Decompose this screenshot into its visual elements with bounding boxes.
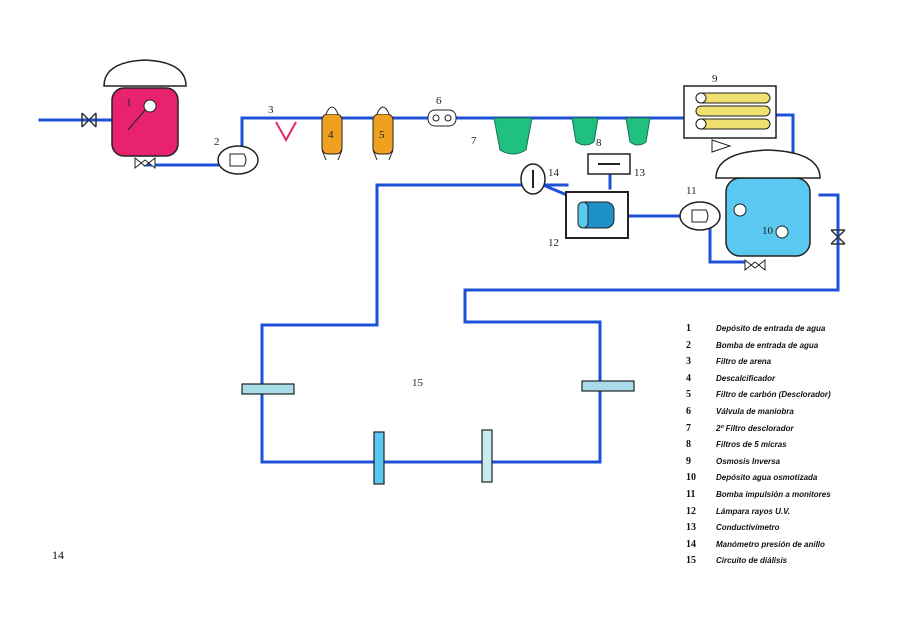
legend-item: 4 Descalcificador bbox=[686, 372, 896, 385]
uv-lamp-icon bbox=[565, 191, 629, 239]
legend-number: 4 bbox=[686, 372, 691, 384]
maneuver-valve-icon bbox=[427, 109, 457, 127]
legend-text: Filtro de arena bbox=[716, 357, 772, 367]
label-6: 6 bbox=[436, 95, 442, 107]
inlet-tank-icon bbox=[103, 59, 187, 170]
pressure-gauge-icon bbox=[520, 163, 546, 195]
inlet-valve-icon bbox=[81, 112, 97, 128]
legend-number: 14 bbox=[686, 538, 696, 550]
legend-text: Bomba de entrada de agua bbox=[716, 340, 819, 350]
label-10: 10 bbox=[762, 225, 774, 237]
legend-number: 13 bbox=[686, 522, 696, 534]
legend-number: 3 bbox=[686, 356, 691, 368]
osmotized-tank-icon bbox=[715, 149, 821, 272]
return-valve-icon bbox=[830, 229, 846, 245]
decalcifier-icon bbox=[321, 106, 343, 161]
legend-item: 3 Filtro de arena bbox=[686, 357, 896, 368]
legend-number: 12 bbox=[686, 505, 696, 517]
legend-item: 5 Filtro de carbón (Desclorador) bbox=[686, 390, 896, 401]
legend-item: 14 Manómetro presión de anillo bbox=[686, 538, 896, 551]
label-5: 5 bbox=[379, 129, 385, 141]
label-3: 3 bbox=[268, 104, 274, 116]
legend-item: 10 Depósito agua osmotizada bbox=[686, 473, 896, 484]
label-4: 4 bbox=[328, 129, 334, 141]
legend-item: 2 Bomba de entrada de agua bbox=[686, 339, 896, 352]
legend-text: Conductivímetro bbox=[716, 523, 780, 533]
second-dechlorinator-icon bbox=[493, 117, 533, 155]
legend-item: 8 Filtros de 5 micras bbox=[686, 440, 896, 451]
label-14: 14 bbox=[548, 167, 560, 179]
legend-number: 6 bbox=[686, 405, 691, 417]
legend-item: 15 Circuito de diálisis bbox=[686, 556, 896, 567]
legend-text: Filtro de carbón (Desclorador) bbox=[716, 390, 831, 400]
label-8: 8 bbox=[596, 137, 602, 149]
page-number: 14 bbox=[52, 548, 64, 562]
legend-text: Filtros de 5 micras bbox=[716, 440, 787, 450]
legend-number: 5 bbox=[686, 389, 691, 401]
carbon-filter-icon bbox=[372, 106, 394, 161]
label-7: 7 bbox=[471, 135, 477, 147]
legend-number: 8 bbox=[686, 439, 691, 451]
dialysis-port-right bbox=[581, 380, 635, 392]
legend-text: Depósito agua osmotizada bbox=[716, 473, 818, 483]
monitor-pump-icon bbox=[679, 201, 721, 231]
legend-item: 6 Válvula de maniobra bbox=[686, 405, 896, 418]
legend-text: Osmosis Inversa bbox=[716, 456, 781, 466]
legend-number: 15 bbox=[686, 555, 696, 567]
five-micron-filters-icon bbox=[571, 117, 651, 146]
legend-text: Válvula de maniobra bbox=[716, 406, 794, 416]
legend-text: Descalcificador bbox=[716, 373, 776, 383]
label-12: 12 bbox=[548, 237, 559, 249]
legend-text: Lámpara rayos U.V. bbox=[716, 506, 790, 516]
dialysis-port-bottom-2 bbox=[481, 429, 493, 483]
legend-text: Manómetro presión de anillo bbox=[716, 539, 825, 549]
label-13: 13 bbox=[634, 167, 646, 179]
legend-item: 11 Bomba impulsión a monitores bbox=[686, 488, 896, 501]
legend-number: 7 bbox=[686, 422, 691, 434]
legend-number: 10 bbox=[686, 472, 696, 484]
legend-item: 9 Osmosis Inversa bbox=[686, 455, 896, 468]
legend-item: 12 Lámpara rayos U.V. bbox=[686, 505, 896, 518]
legend-text: Bomba impulsión a monitores bbox=[716, 489, 831, 499]
label-2: 2 bbox=[214, 136, 220, 148]
dialysis-ports bbox=[241, 380, 635, 485]
legend-text: 2º Filtro desclorador bbox=[716, 423, 794, 433]
label-9: 9 bbox=[712, 73, 718, 85]
conductivimeter-icon bbox=[587, 153, 631, 175]
legend-number: 11 bbox=[686, 488, 696, 500]
dialysis-port-bottom-1 bbox=[373, 431, 385, 485]
label-11: 11 bbox=[686, 185, 697, 197]
legend: 1 Depósito de entrada de agua 2 Bomba de en… bbox=[686, 323, 896, 573]
legend-number: 9 bbox=[686, 455, 691, 467]
sand-filter-icon bbox=[275, 121, 297, 143]
legend-item: 1 Depósito de entrada de agua bbox=[686, 323, 896, 335]
legend-item: 7 2º Filtro desclorador bbox=[686, 422, 896, 435]
legend-text: Circuito de diálisis bbox=[716, 556, 788, 566]
inlet-pump-icon bbox=[217, 145, 259, 175]
dialysis-port-left bbox=[241, 383, 295, 395]
legend-number: 1 bbox=[686, 323, 691, 334]
legend-text: Depósito de entrada de agua bbox=[716, 324, 826, 333]
legend-item: 13 Conductivímetro bbox=[686, 523, 896, 534]
label-15: 15 bbox=[412, 377, 424, 389]
label-1: 1 bbox=[126, 97, 132, 109]
reverse-osmosis-icon bbox=[683, 85, 777, 153]
legend-number: 2 bbox=[686, 339, 691, 351]
